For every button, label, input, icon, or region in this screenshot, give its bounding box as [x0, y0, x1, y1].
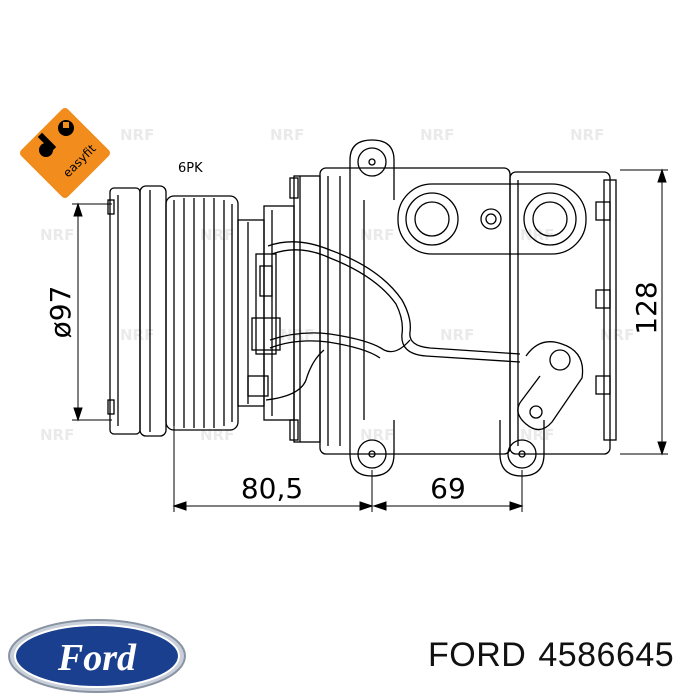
badge-diamond: [19, 107, 111, 199]
watermark-text: NRF: [440, 326, 474, 344]
ford-logo-text: Ford: [57, 637, 137, 679]
product-caption: FORD 4586645: [428, 636, 686, 675]
watermark-text: NRF: [600, 326, 634, 344]
watermark-text: NRF: [200, 226, 234, 244]
length-a-label: 80,5: [241, 472, 303, 505]
ford-logo: Ford: [8, 619, 186, 693]
watermark-pattern: NRF NRF NRF NRF NRF NRF NRF NRF NRF NRF …: [40, 126, 634, 444]
watermark-text: NRF: [360, 426, 394, 444]
caption-part-number: 4586645: [538, 636, 675, 674]
watermark-text: NRF: [120, 126, 154, 144]
watermark-text: NRF: [420, 126, 454, 144]
watermark-text: NRF: [40, 226, 74, 244]
watermark-text: NRF: [570, 126, 604, 144]
watermark-text: NRF: [360, 226, 394, 244]
compressor-drawing: [107, 139, 617, 477]
watermark-text: NRF: [40, 426, 74, 444]
easyfit-badge: easyfit: [19, 107, 111, 199]
watermark-text: NRF: [200, 426, 234, 444]
caption-brand: FORD: [428, 636, 527, 674]
length-b-label: 69: [430, 472, 466, 505]
watermark-text: NRF: [280, 326, 314, 344]
diameter-label: ø97: [44, 286, 77, 339]
watermark-text: NRF: [120, 326, 154, 344]
watermark-text: NRF: [270, 126, 304, 144]
height-label: 128: [630, 281, 663, 334]
watermark-text: NRF: [520, 226, 554, 244]
watermark-text: NRF: [520, 426, 554, 444]
dimension-lines: [72, 168, 668, 512]
wrench-icon: [37, 120, 74, 157]
pulley-label: 6PK: [178, 161, 203, 176]
